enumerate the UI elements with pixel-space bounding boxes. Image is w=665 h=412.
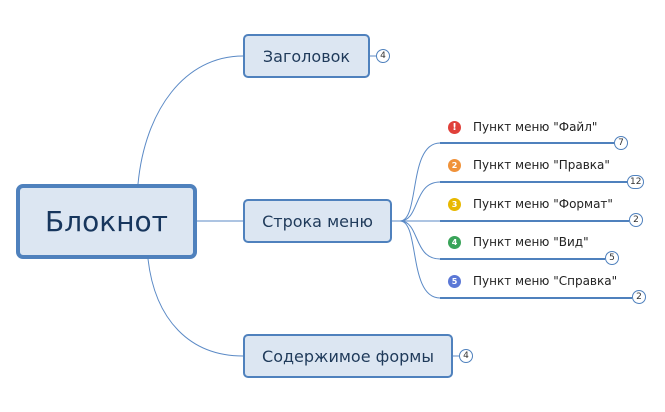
menu-item-label: Пункт меню "Вид" <box>473 235 589 249</box>
priority-1-icon: ! <box>448 120 461 134</box>
connector-root-title <box>137 55 244 185</box>
menu-item-format[interactable]: 3 Пункт меню "Формат" <box>448 195 613 213</box>
branch-label: Содержимое формы <box>262 346 434 366</box>
leaf-underlines <box>440 142 632 299</box>
child-count-badge[interactable]: 4 <box>376 49 390 63</box>
root-label: Блокнот <box>45 205 168 238</box>
branch-node-menu-bar[interactable]: Строка меню <box>243 199 392 243</box>
branch-label: Заголовок <box>262 46 351 66</box>
child-count-badge[interactable]: 2 <box>632 290 646 304</box>
connector-menu-item-1 <box>399 142 441 222</box>
menu-item-file[interactable]: ! Пункт меню "Файл" <box>448 118 597 136</box>
priority-3-icon: 3 <box>448 197 461 211</box>
menu-item-edit[interactable]: 2 Пункт меню "Правка" <box>448 156 610 174</box>
connector-root-content <box>147 258 244 357</box>
priority-5-icon: 5 <box>448 274 461 288</box>
child-count-badge[interactable]: 5 <box>605 251 619 265</box>
child-count-badge[interactable]: 4 <box>459 349 473 363</box>
menu-item-label: Пункт меню "Справка" <box>473 274 618 288</box>
child-count-badge[interactable]: 7 <box>614 136 628 150</box>
menu-item-view[interactable]: 4 Пункт меню "Вид" <box>448 233 589 251</box>
priority-4-icon: 4 <box>448 235 461 249</box>
menu-connectors <box>392 142 441 299</box>
branch-label: Строка меню <box>262 211 373 231</box>
menu-item-help[interactable]: 5 Пункт меню "Справка" <box>448 272 617 290</box>
branch-node-title[interactable]: Заголовок <box>243 34 370 78</box>
root-node[interactable]: Блокнот <box>16 184 197 259</box>
connector-menu-item-2 <box>399 181 441 222</box>
connector-menu-item-4 <box>399 220 441 260</box>
menu-item-label: Пункт меню "Файл" <box>473 120 598 134</box>
menu-item-label: Пункт меню "Формат" <box>473 197 613 211</box>
branch-node-form-content[interactable]: Содержимое формы <box>243 334 453 378</box>
priority-2-icon: 2 <box>448 158 461 172</box>
child-count-badge[interactable]: 2 <box>629 213 643 227</box>
menu-item-label: Пункт меню "Правка" <box>473 158 610 172</box>
connector-menu-item-5 <box>399 220 441 299</box>
child-count-badge[interactable]: 12 <box>627 175 645 189</box>
